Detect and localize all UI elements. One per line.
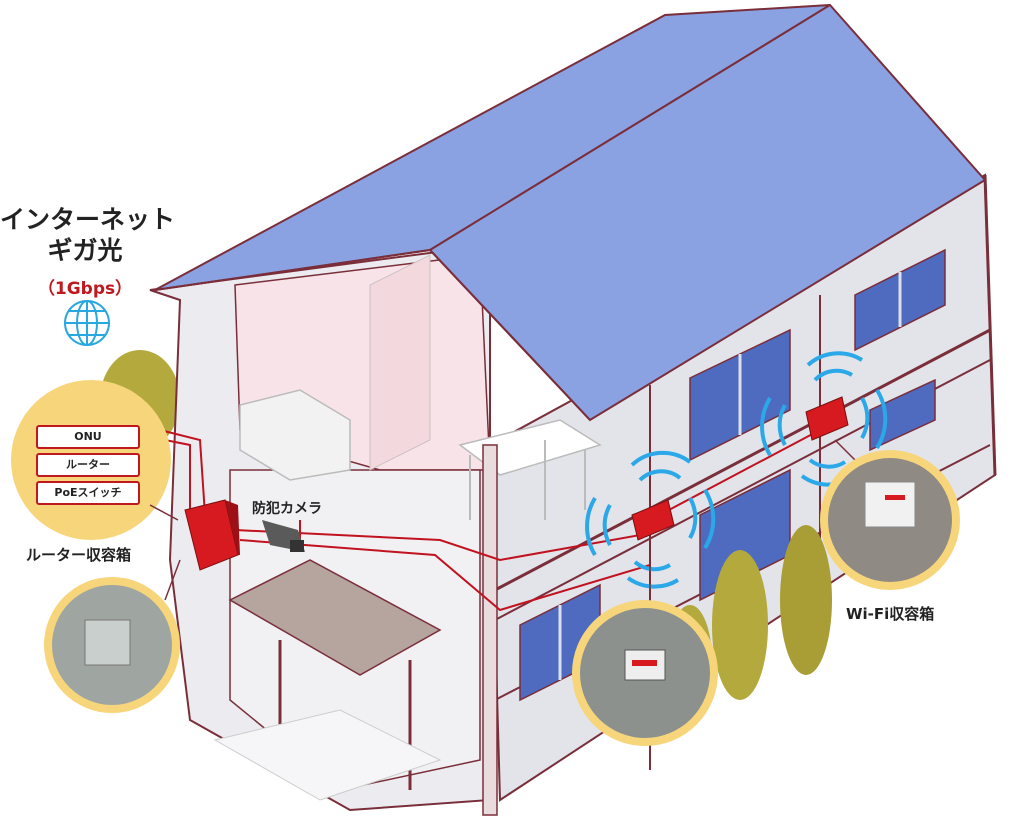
network-cables (159, 429, 821, 612)
photo-callout-wifi-1 (572, 545, 718, 746)
router-contents-poe-switch: PoEスイッチ (36, 481, 140, 505)
wifi-box-1 (585, 450, 716, 589)
globe-icon (64, 300, 110, 346)
router-contents-router: ルーター (36, 453, 140, 477)
router-box (184, 499, 240, 571)
router-contents-onu: ONU (36, 425, 140, 449)
internet-title: インターネット ギガ光 (0, 204, 176, 266)
interior-furniture (239, 254, 602, 520)
utility-pole (482, 444, 498, 816)
photo-callout-wifi-2 (820, 439, 960, 590)
photo-callout-router (44, 559, 181, 713)
router-box-caption: ルーター収容箱 (26, 546, 132, 564)
internet-line1: インターネット (0, 205, 176, 234)
camera-caption: 防犯カメラ (252, 501, 322, 517)
internet-speed: （1Gbps） (37, 279, 133, 299)
wifi-box-2 (760, 351, 888, 487)
carport (213, 559, 442, 801)
security-camera (262, 520, 305, 552)
roof (154, 3, 987, 422)
wifi-box-caption: Wi-Fi収容箱 (846, 605, 935, 623)
internet-line2: ギガ光 (47, 236, 123, 265)
